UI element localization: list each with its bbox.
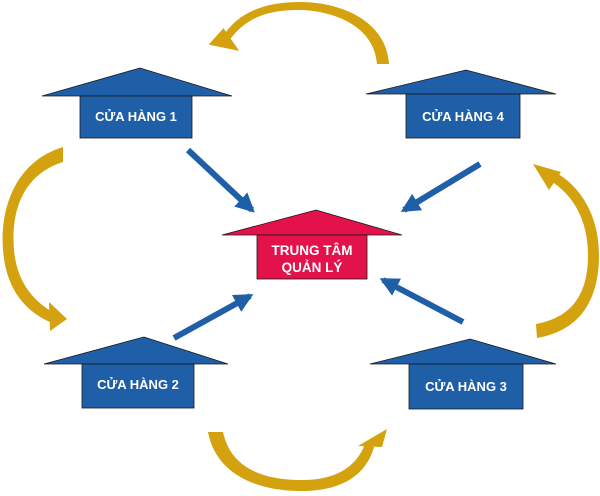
store-1-body xyxy=(79,95,193,139)
to-center-arrows xyxy=(172,147,482,341)
store-4-roof xyxy=(365,69,557,95)
gold-arrow-1-to-2 xyxy=(2,147,67,331)
center-node: TRUNG TÂM QUẢN LÝ xyxy=(221,209,403,280)
store-2-roof xyxy=(43,336,229,365)
store-1-roof xyxy=(41,67,233,97)
blue-arrow-2-to-center xyxy=(172,293,254,341)
store-2-label: CỬA HÀNG 2 xyxy=(97,377,179,392)
blue-arrow-1-to-center xyxy=(185,147,255,213)
center-roof xyxy=(221,209,403,236)
blue-arrow-3-to-center xyxy=(379,277,465,325)
store-node-1: CỬA HÀNG 1 xyxy=(41,67,233,139)
gold-arrow-4-to-1 xyxy=(208,2,389,64)
blue-arrow-4-to-center xyxy=(400,161,482,213)
center-label-line1: TRUNG TÂM xyxy=(272,243,353,258)
store-4-body xyxy=(405,93,521,139)
center-label-line2: QUẢN LÝ xyxy=(282,260,343,275)
gold-arrow-3-to-4 xyxy=(533,164,599,338)
store-3-label: CỬA HÀNG 3 xyxy=(425,379,507,394)
gold-arrow-2-to-3 xyxy=(208,429,387,492)
store-3-roof xyxy=(369,338,557,365)
store-4-label: CỬA HÀNG 4 xyxy=(422,109,505,124)
store-1-label: CỬA HÀNG 1 xyxy=(95,109,177,124)
store-3-body xyxy=(408,363,524,410)
center-body xyxy=(256,234,368,280)
store-2-body xyxy=(81,363,195,409)
store-node-2: CỬA HÀNG 2 xyxy=(43,336,229,409)
store-node-4: CỬA HÀNG 4 xyxy=(365,69,557,139)
store-node-3: CỬA HÀNG 3 xyxy=(369,338,557,410)
